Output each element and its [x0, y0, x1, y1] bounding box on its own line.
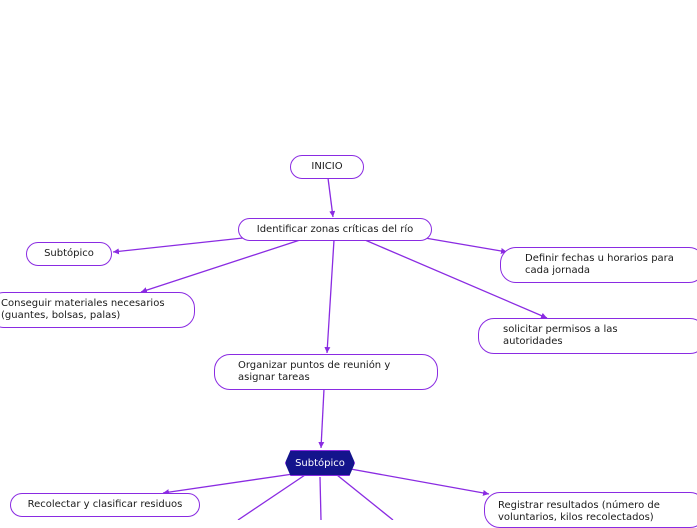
node-inicio-label: INICIO	[311, 161, 343, 172]
node-recolectar-label: Recolectar y clasificar residuos	[27, 499, 183, 510]
node-definir[interactable]: Definir fechas u horarios para cada jorn…	[500, 247, 697, 283]
edge-hub-recolectar	[162, 472, 301, 496]
node-organizar[interactable]: Organizar puntos de reunión y asignar ta…	[214, 354, 438, 390]
node-hub-subtopico-label: Subtópico	[295, 457, 345, 469]
node-registrar[interactable]: Registrar resultados (número de voluntar…	[484, 492, 697, 528]
edge-identificar-conseguir	[140, 239, 301, 293]
node-solicitar-label: solicitar permisos a las autoridades	[503, 324, 618, 347]
node-identificar[interactable]: Identificar zonas críticas del río	[238, 218, 432, 241]
edge-organizar-hub	[318, 388, 325, 449]
node-subtopico-left-label: Subtópico	[44, 248, 94, 259]
node-hub-subtopico[interactable]: Subtópico	[285, 450, 355, 476]
node-inicio[interactable]: INICIO	[290, 155, 364, 179]
node-definir-label: Definir fechas u horarios para cada jorn…	[525, 253, 674, 276]
node-conseguir[interactable]: Conseguir materiales necesarios (guantes…	[0, 292, 195, 328]
edge-hub-down-1	[237, 474, 306, 520]
node-registrar-label: Registrar resultados (número de voluntar…	[498, 500, 660, 523]
edge-identificar-organizar	[324, 239, 335, 354]
edge-identificar-solicitar	[364, 239, 548, 319]
edge-hub-down-3	[336, 474, 394, 520]
edge-identificar-definir	[424, 237, 508, 254]
node-organizar-label: Organizar puntos de reunión y asignar ta…	[238, 360, 391, 383]
edge-hub-registrar	[344, 467, 490, 496]
node-recolectar[interactable]: Recolectar y clasificar residuos	[10, 493, 200, 517]
edge-identificar-subtopico	[112, 237, 244, 255]
node-subtopico-left[interactable]: Subtópico	[26, 242, 112, 266]
edge-inicio-identificar	[327, 177, 336, 218]
edge-hub-down-2	[319, 476, 322, 520]
node-solicitar[interactable]: solicitar permisos a las autoridades	[478, 318, 697, 354]
node-conseguir-label: Conseguir materiales necesarios (guantes…	[1, 298, 165, 321]
node-identificar-label: Identificar zonas críticas del río	[256, 223, 414, 235]
